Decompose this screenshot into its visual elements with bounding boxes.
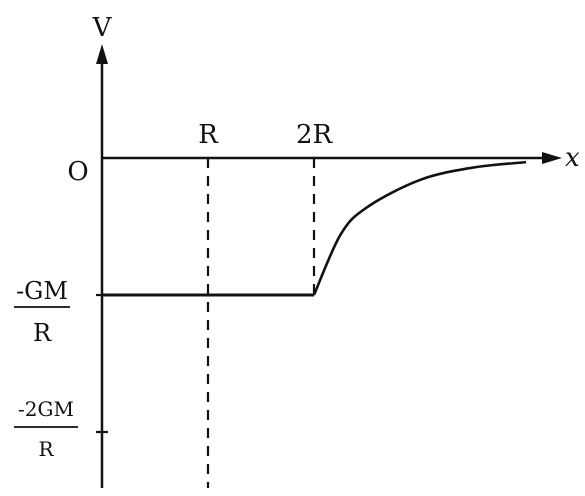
axes [96, 44, 562, 488]
x-tick-labels: R 2R [198, 120, 333, 150]
dashed-guides [206, 158, 316, 488]
x-tick-label-1: R [198, 120, 219, 150]
y-tick-denominator: R [38, 437, 54, 461]
x-axis-label: x [565, 143, 580, 173]
series-curve [312, 160, 527, 296]
series-group [102, 160, 527, 297]
y-tick-label-2: -2GM R [14, 397, 78, 461]
labels: V x O [67, 13, 580, 187]
origin-label: O [67, 157, 88, 187]
y-axis-arrow-icon [96, 44, 108, 64]
y-tick-label-1: -GM R [14, 277, 70, 347]
y-tick-labels: -GM R -2GM R [14, 277, 78, 461]
x-tick-label-2: 2R [296, 120, 334, 150]
y-tick-numerator: -2GM [18, 397, 74, 421]
x-axis-arrow-icon [542, 152, 562, 164]
y-axis-label: V [92, 13, 113, 43]
y-tick-numerator: -GM [16, 277, 68, 305]
y-tick-denominator: R [33, 319, 52, 347]
